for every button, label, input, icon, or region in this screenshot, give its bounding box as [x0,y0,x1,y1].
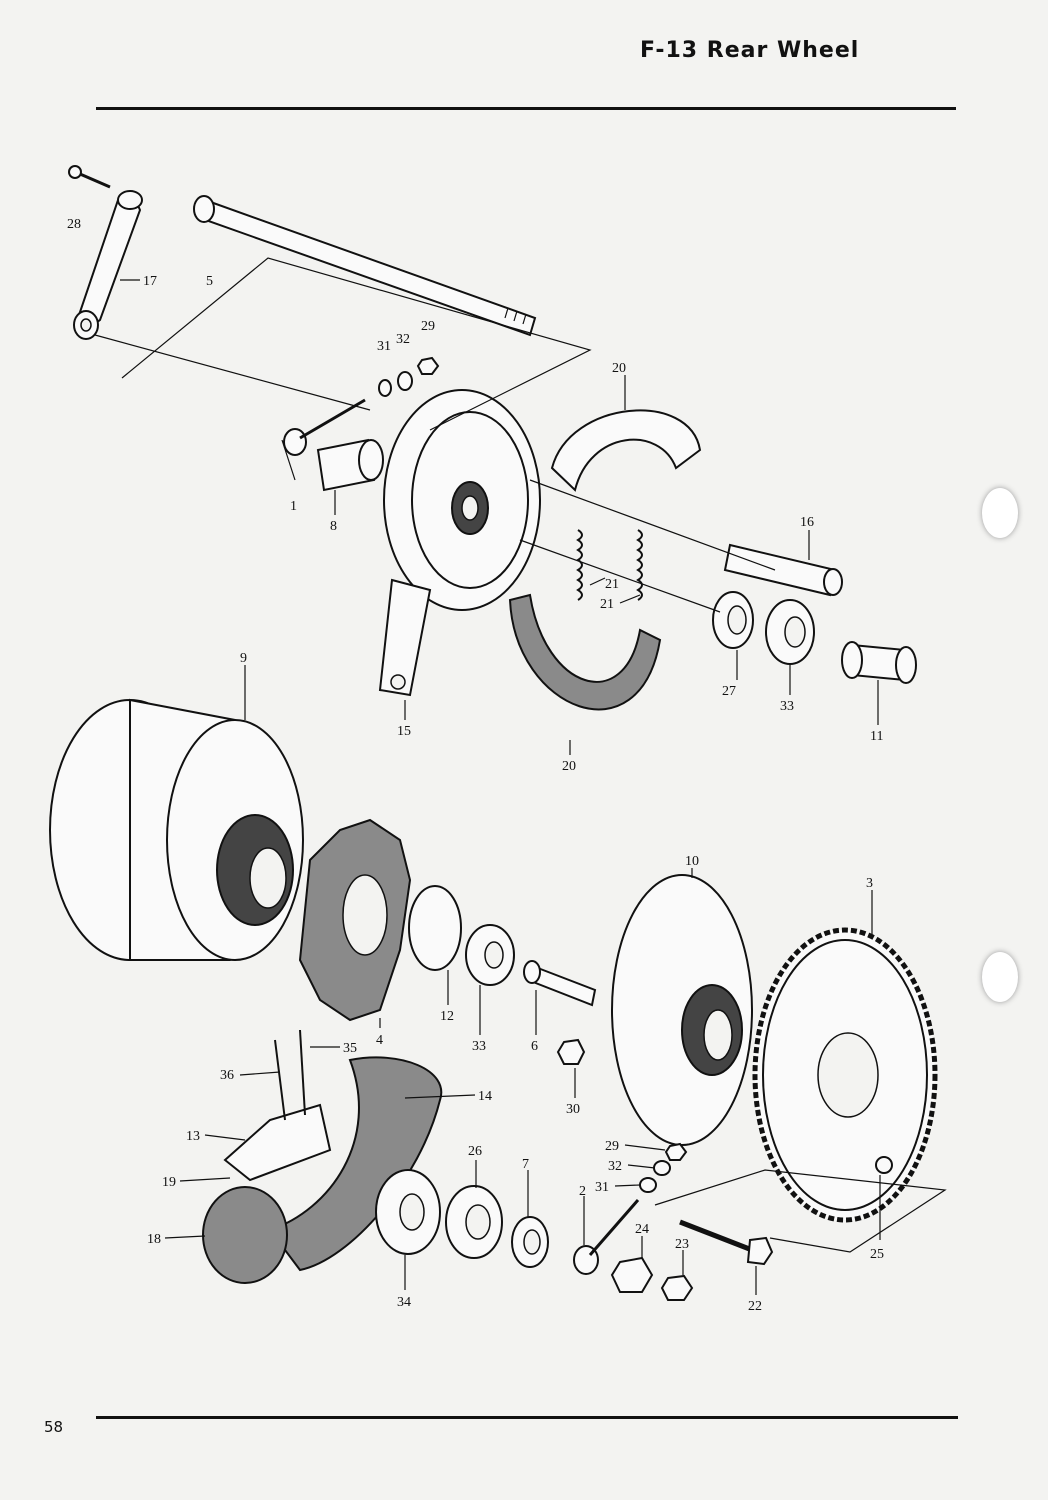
part-24-nut [610,1256,654,1293]
bottom-rule [96,1416,958,1419]
callout-3: 3 [866,876,873,891]
part-16-brake-cam [723,543,843,597]
washers-29-32-31-lower [639,1142,688,1193]
callout-26: 26 [468,1144,482,1159]
callout-15: 15 [397,724,411,739]
part-18-tube-section [202,1186,288,1284]
callout-8: 8 [330,519,337,534]
part-30-nut [556,1038,586,1065]
part-7-collar [511,1216,549,1268]
part-33-bearing-upper [765,599,815,665]
part-27-seal [712,591,754,649]
callout-6: 6 [531,1039,538,1054]
part-5-axle [193,195,537,337]
callout-13: 13 [186,1129,200,1144]
callout-12: 12 [440,1009,454,1024]
part-3-rear-sprocket [752,927,938,1223]
callout-32-lower: 32 [608,1159,622,1174]
callout-11: 11 [870,729,883,744]
callout-27: 27 [722,684,736,699]
callout-21-b: 21 [600,597,614,612]
callout-29-lower: 29 [605,1139,619,1154]
callout-34: 34 [397,1295,411,1310]
callout-35: 35 [343,1041,357,1056]
callout-28: 28 [67,217,81,232]
callout-16: 16 [800,515,814,530]
callout-36: 36 [220,1068,234,1083]
callout-9: 9 [240,651,247,666]
callout-10: 10 [685,854,699,869]
part-10-sprocket-flange [611,874,753,1146]
part-34-bearing [375,1169,441,1255]
callout-20-lower: 20 [562,759,576,774]
callout-33-lower: 33 [472,1039,486,1054]
callout-17: 17 [143,274,157,289]
callout-21-a: 21 [605,577,619,592]
top-rule [96,107,956,110]
callout-14: 14 [478,1089,492,1104]
part-20-brake-shoe-upper [550,409,702,492]
callout-31-upper: 31 [377,339,391,354]
callout-18: 18 [147,1232,161,1247]
callout-24: 24 [635,1222,649,1237]
callout-7: 7 [522,1157,529,1172]
part-6-sleeve [523,960,597,1007]
callout-1: 1 [290,499,297,514]
part-1-adjuster [283,398,366,456]
washers-31-32-29 [378,356,440,397]
callout-33-upper: 33 [780,699,794,714]
leader-lines [94,257,947,1295]
part-25-sprocket-bolt [875,1156,893,1174]
part-21-springs [576,529,643,601]
callout-4: 4 [376,1033,383,1048]
part-17-torque-link [73,190,143,340]
part-20-brake-shoe-lower [508,593,662,711]
callout-19: 19 [162,1175,176,1190]
callout-20-upper: 20 [612,361,626,376]
part-28-bolt [68,165,111,189]
part-12-ring [408,885,462,971]
binder-hole-top [982,488,1018,538]
part-15-brake-panel [378,389,541,697]
part-26-seal [445,1185,503,1259]
callout-22: 22 [748,1299,762,1314]
part-13-rim [223,1103,332,1182]
callout-23: 23 [675,1237,689,1252]
page-title: F-13 Rear Wheel [640,38,860,63]
part-2-adjuster [573,1199,640,1275]
part-22-bolt [679,1219,774,1266]
part-23-nut [660,1274,694,1301]
callout-30: 30 [566,1102,580,1117]
part-4-rubber-damper [298,818,412,1022]
part-14-tyre [268,1056,443,1272]
callout-32-upper: 32 [396,332,410,347]
binder-hole-bottom [982,952,1018,1002]
part-33-bearing-lower [465,924,515,986]
part-35-36-spokes [274,1029,306,1121]
part-8-collar [316,438,384,492]
callout-5: 5 [206,274,213,289]
callout-25: 25 [870,1247,884,1262]
callout-29-upper: 29 [421,319,435,334]
part-11-spacer [841,641,917,684]
callout-31-lower: 31 [595,1180,609,1195]
callout-2: 2 [579,1184,586,1199]
part-9-wheel-hub [49,698,304,961]
page-number: 58 [44,1418,64,1436]
